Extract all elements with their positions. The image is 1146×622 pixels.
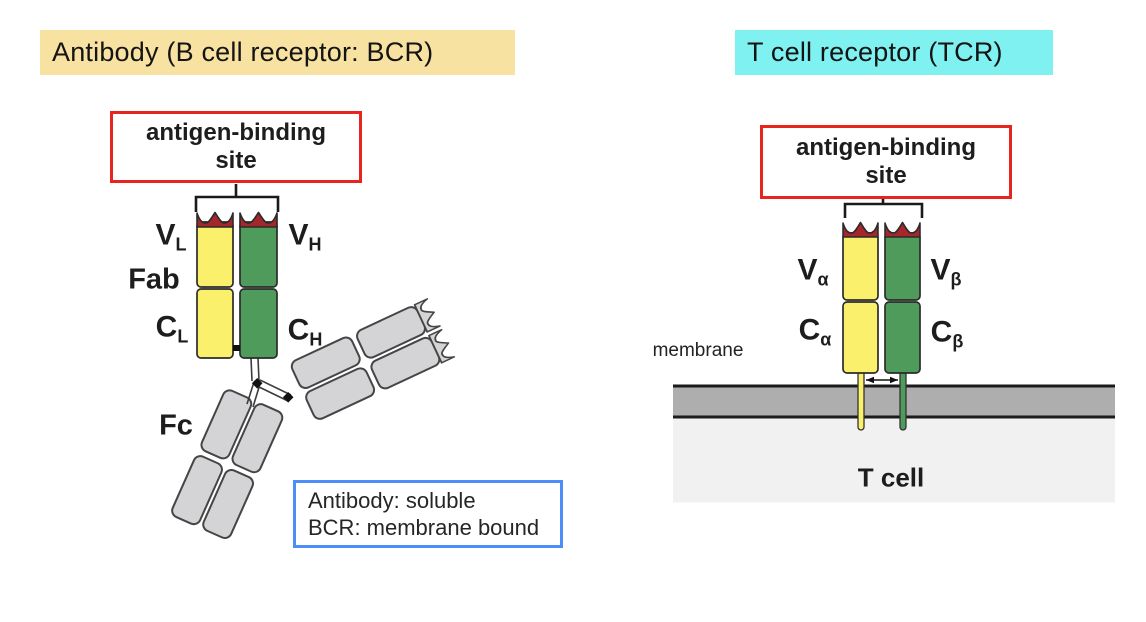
binding-site-line1: antigen-binding: [796, 134, 976, 161]
tcr-c-beta-domain: [884, 301, 921, 374]
fab-label: Fab: [128, 263, 180, 296]
fab2-domain: [290, 336, 361, 390]
disulfide-bond-node: [282, 391, 294, 403]
fc-domain: [202, 468, 254, 539]
light-heavy-link: [233, 345, 240, 351]
fc-domain: [231, 403, 284, 474]
right-title-text: T cell receptor (TCR): [747, 37, 1003, 67]
antibody-fab-chains: [196, 211, 278, 359]
binding-site-line1: antigen-binding: [146, 119, 326, 146]
tcr-c-alpha-domain: [842, 301, 879, 374]
tcr-v-alpha-domain: [842, 232, 879, 301]
membrane-band: [673, 387, 1115, 416]
tcr-chains: [842, 221, 921, 374]
membrane-label: membrane: [652, 340, 744, 361]
vl-label: VL: [155, 218, 187, 255]
antibody-binding-site-box: antigen-binding site: [110, 111, 362, 183]
fc-domain: [171, 455, 223, 526]
binding-site-line2: site: [865, 162, 907, 189]
right-panel-title: T cell receptor (TCR): [735, 30, 1053, 75]
tcr-bracket: [843, 197, 924, 218]
t-cell-membrane-group: [673, 384, 1115, 503]
note-line1: Antibody: soluble: [308, 488, 476, 513]
fab2-domain: [305, 367, 376, 420]
tcr-beta-stem: [899, 370, 907, 431]
tcr-alpha-stem: [857, 370, 865, 431]
vh-domain-shape: [239, 221, 278, 288]
vh-label: VH: [288, 218, 322, 255]
tcr-binding-site-box: antigen-binding site: [760, 125, 1012, 199]
hinge-connectors: [246, 357, 292, 408]
antibody-antigen-cap-left: [196, 211, 234, 228]
vl-domain-shape: [196, 221, 234, 288]
note-line2: BCR: membrane bound: [308, 515, 540, 540]
tcr-v-beta-domain: [884, 232, 921, 301]
t-cell-interior: [673, 418, 1115, 503]
fc-label: Fc: [159, 409, 193, 442]
second-fab-arm: [290, 297, 456, 420]
ch-label: CH: [287, 313, 323, 350]
cl-label: CL: [155, 310, 189, 347]
cl-domain-shape: [196, 288, 234, 359]
antibody-bracket: [194, 184, 280, 212]
c-alpha-label: Cα: [798, 313, 832, 350]
antibody-antigen-cap-right: [239, 211, 278, 228]
stem-link-arrow-right: [890, 376, 898, 384]
left-panel-title: Antibody (B cell receptor: BCR): [40, 30, 515, 75]
v-beta-label: Vβ: [930, 253, 962, 290]
ch-domain-shape: [239, 288, 278, 359]
v-alpha-label: Vα: [797, 253, 829, 290]
stem-link-arrow-left: [866, 376, 874, 384]
tcr-antigen-cap-left: [842, 221, 879, 238]
antibody-note-box: Antibody: soluble BCR: membrane bound: [293, 480, 563, 548]
binding-site-line2: site: [215, 147, 257, 174]
left-title-text: Antibody (B cell receptor: BCR): [52, 37, 434, 67]
tcr-antigen-cap-right: [884, 221, 921, 238]
c-beta-label: Cβ: [930, 315, 964, 352]
fc-domain: [200, 389, 253, 460]
fc-arm: [171, 389, 284, 539]
t-cell-label: T cell: [857, 462, 925, 493]
